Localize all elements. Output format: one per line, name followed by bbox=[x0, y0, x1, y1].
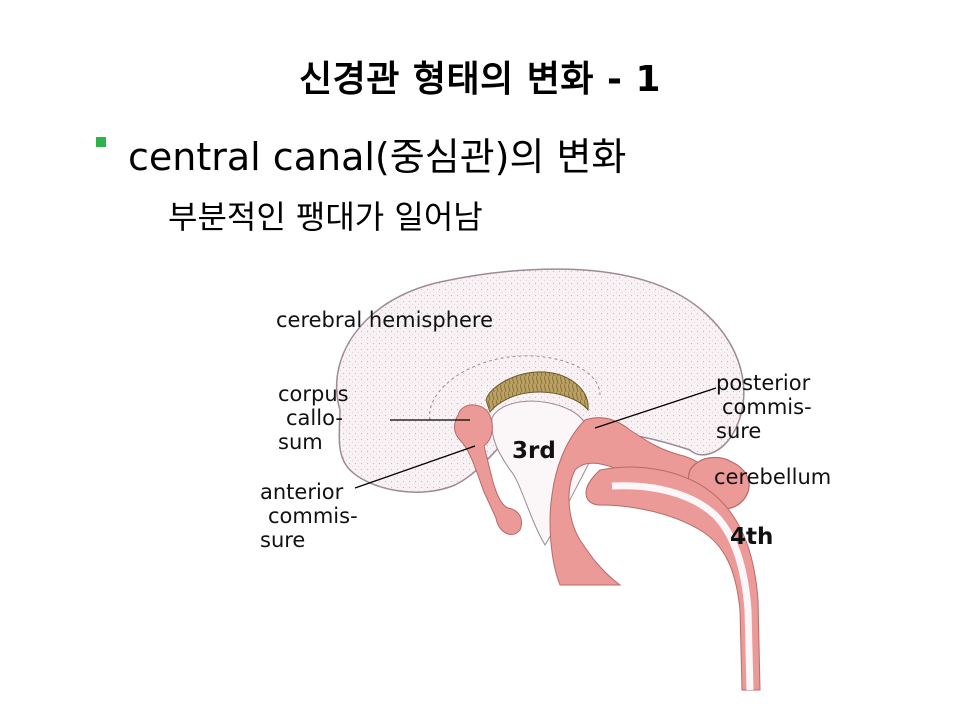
label-posterior-commissure-2: commis- bbox=[722, 395, 812, 419]
central-canal-line bbox=[611, 482, 754, 691]
label-posterior-commissure-1: posterior bbox=[716, 371, 811, 395]
label-third-ventricle: 3rd bbox=[512, 438, 556, 464]
label-posterior-commissure-3: sure bbox=[716, 419, 761, 443]
label-anterior-commissure-3: sure bbox=[260, 528, 305, 552]
fourth-ventricle-brainstem bbox=[585, 466, 761, 691]
label-fourth-ventricle: 4th bbox=[730, 524, 773, 550]
posterior-commissure-pointer bbox=[594, 387, 717, 429]
cortex-inner-outline bbox=[429, 355, 601, 421]
label-corpus-callosum-2: callo- bbox=[286, 406, 343, 430]
bullet-square-icon bbox=[96, 137, 106, 147]
anterior-tissue bbox=[454, 404, 522, 535]
label-cerebellum: cerebellum bbox=[714, 465, 831, 489]
sub-bullet-text: 부분적인 팽대가 일어남 bbox=[168, 198, 483, 236]
label-corpus-callosum-1: corpus bbox=[278, 382, 349, 406]
posterior-tissue bbox=[549, 417, 707, 586]
slide-title: 신경관 형태의 변화 - 1 bbox=[298, 59, 662, 100]
bullet-item: central canal(중심관)의 변화 bbox=[96, 128, 627, 179]
label-cerebral-hemisphere: cerebral hemisphere bbox=[276, 308, 493, 332]
label-anterior-commissure-2: commis- bbox=[268, 504, 358, 528]
anterior-commissure-pointer bbox=[354, 445, 476, 489]
bullet-text: central canal(중심관)의 변화 bbox=[128, 134, 627, 179]
corpus-callosum-shape bbox=[485, 371, 589, 414]
label-anterior-commissure-1: anterior bbox=[260, 480, 344, 504]
label-corpus-callosum-3: sum bbox=[278, 430, 323, 454]
